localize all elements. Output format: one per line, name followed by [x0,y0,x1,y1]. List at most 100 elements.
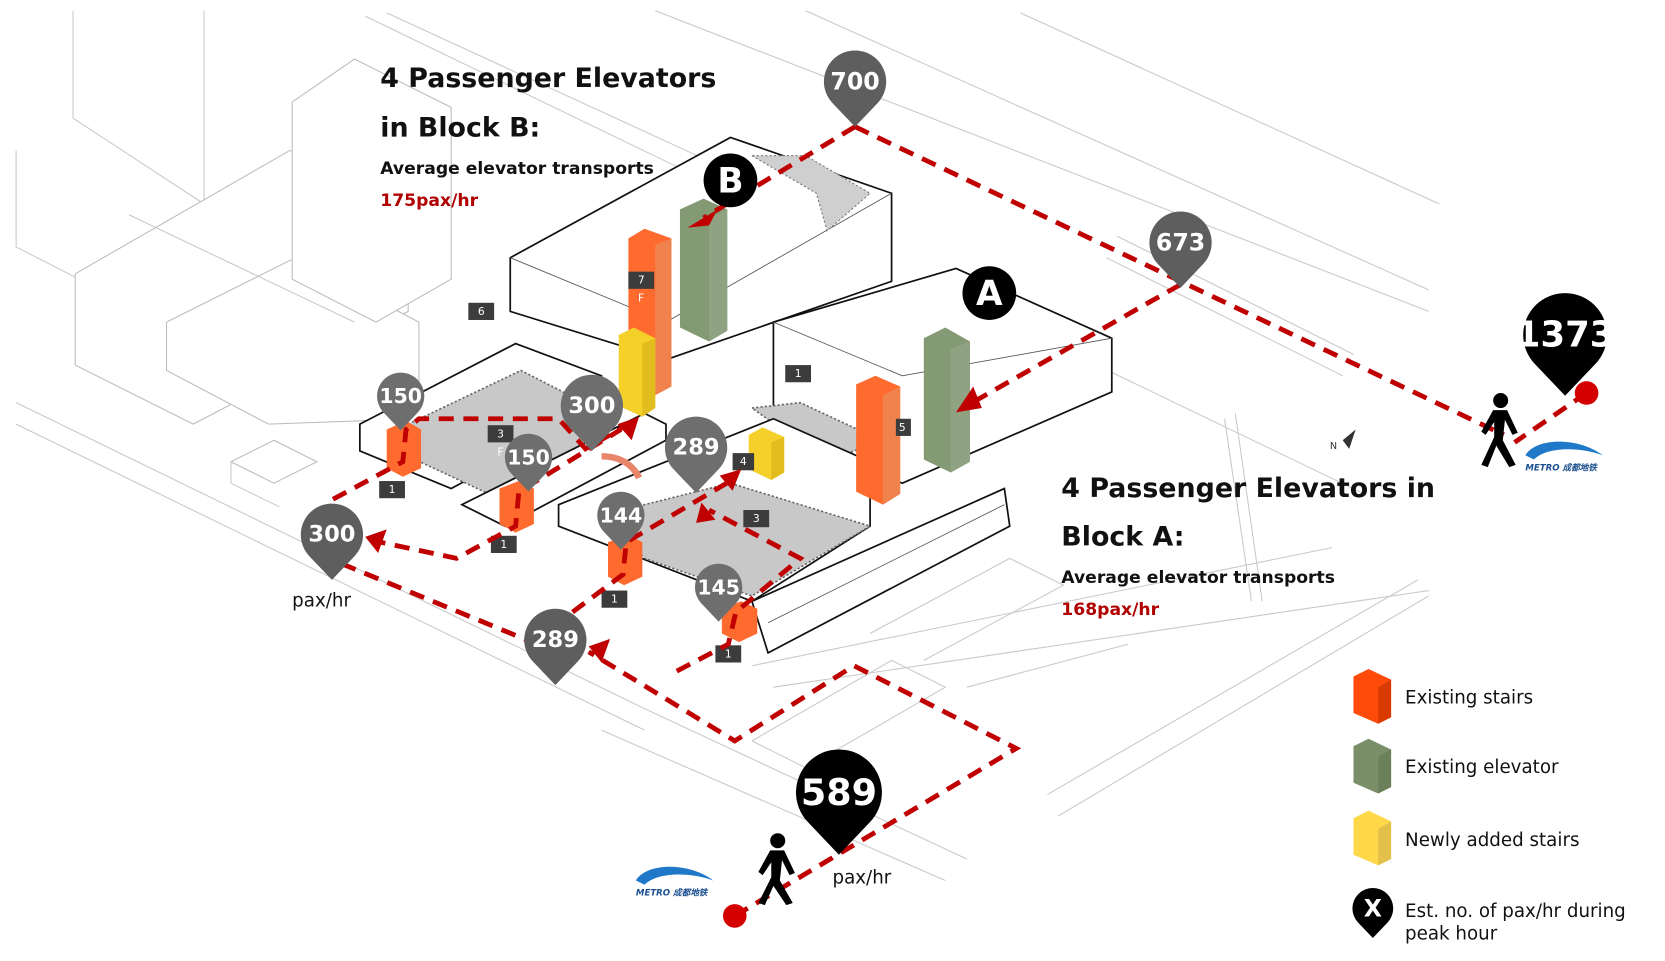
north-arrow-icon: N [1330,429,1356,452]
pedestrian-icon [758,833,795,906]
pax-pin-589: 589 [795,749,882,855]
svg-text:673: 673 [1156,229,1205,257]
block-a-marker: A [962,266,1017,320]
block-b-subtitle: Average elevator transports [380,159,654,179]
pax-pin-673: 673 [1149,211,1212,288]
svg-text:7: 7 [638,274,645,287]
floor-tag-1: 1 [490,535,517,553]
floor-suffix: F [638,292,644,305]
legend-item-existing-elevator: Existing elevator [1353,738,1559,794]
block-b-title-line2: in Block B: [380,112,540,143]
pin-marker-icon [664,416,728,493]
context-linework [15,10,1440,881]
svg-text:1: 1 [500,538,507,551]
svg-text:Est. no. of pax/hr during: Est. no. of pax/hr during [1405,901,1626,922]
floor-tag-4: 4 [732,453,755,471]
legend-item-existing-stairs: Existing stairs [1353,668,1533,724]
svg-text:1373: 1373 [1516,315,1615,356]
pin-marker-icon [524,608,587,686]
floor-tag-1: 1 [601,590,628,608]
svg-text:1: 1 [795,367,802,380]
svg-text:1: 1 [611,593,618,606]
floor-tag-3: 3 [487,425,514,443]
metro-logo: METRO 成都地铁 [1525,441,1603,473]
pax-pin-145: 145 [695,563,743,622]
pedestrian-icon [1481,392,1518,468]
pax-pin-144: 144 [597,491,645,550]
svg-text:X: X [1364,894,1382,922]
metro-exit-dot-east [1574,381,1599,405]
pax-pin-300: 300 [560,374,624,452]
pin-marker-icon [300,503,364,580]
floor-tag-6: 6 [468,302,495,320]
metro-exit-dot-south [722,904,747,928]
pin-marker-icon [1149,211,1212,288]
route-west-lower [370,427,623,561]
pin-marker-icon [560,374,624,452]
route-to-block-a [970,282,1182,405]
svg-text:150: 150 [507,445,550,469]
unit-label: pax/hr [292,591,351,612]
floor-suffix: F [497,445,503,458]
block-b-annotation: 4 Passenger Elevators in Block B: Averag… [380,63,716,211]
svg-text:METRO 成都地铁: METRO 成都地铁 [1525,462,1598,473]
pax-pin-150: 150 [504,433,553,492]
arrow-head [696,502,716,523]
svg-text:289: 289 [673,435,720,461]
pin-marker-icon [695,563,743,622]
arrow-head [617,416,640,441]
route-west [331,416,630,502]
svg-text:589: 589 [801,771,877,814]
route-central [571,475,738,614]
pin-marker-icon [795,749,882,855]
pax-pin-289: 289 [524,608,587,686]
arrow-head [719,469,742,491]
legend-item-pax-pin: X Est. no. of pax/hr during peak hour [1352,887,1626,945]
block-b-rate: 175pax/hr [380,191,478,211]
pin-marker-icon [377,372,425,431]
floor-tag-1: 1 [379,481,405,499]
block-b-title-line1: 4 Passenger Elevators [380,63,716,94]
arrow-head [365,529,387,553]
svg-text:Existing stairs: Existing stairs [1405,687,1533,708]
pax-pin-289: 289 [664,416,728,493]
svg-text:6: 6 [478,305,485,318]
block-a-subtitle: Average elevator transports [1061,568,1335,588]
pin-marker-icon [597,491,645,550]
circulation-cores [386,198,970,643]
block-a-title-line2: Block A: [1061,521,1184,552]
svg-text:144: 144 [600,503,643,527]
route-north-to-block-b [702,124,857,221]
floor-tag-3-block-a: 3 [743,510,770,528]
existing-stairs-block-a [856,375,901,505]
arrow-head [588,638,611,663]
floor-tag-7: 7 [628,271,655,289]
new-stairs-block-b [618,327,656,417]
existing-elevator-block-a [923,327,970,473]
existing-elevator-block-b [679,198,728,342]
svg-text:289: 289 [532,627,579,653]
block-a-title-line1: 4 Passenger Elevators in [1061,473,1435,504]
pin-marker-icon [1352,887,1394,938]
route-metro-exit-east [1513,390,1588,445]
svg-text:peak hour: peak hour [1405,924,1498,945]
svg-text:1: 1 [725,647,732,660]
svg-text:1: 1 [389,483,396,496]
floor-tag-5: 5 [895,418,911,436]
route-east-lower [675,507,805,674]
pax-pins: 700 673 1373 589 150 300 150 289 144 145… [300,50,1615,855]
svg-text:Existing elevator: Existing elevator [1405,757,1559,778]
svg-text:N: N [1330,441,1337,452]
svg-text:300: 300 [308,522,355,548]
floor-tag-1: 1 [785,365,812,383]
block-b-marker: B [703,153,758,208]
svg-text:300: 300 [568,393,615,419]
svg-text:145: 145 [697,575,740,599]
svg-text:METRO 成都地铁: METRO 成都地铁 [636,888,709,899]
svg-text:150: 150 [379,384,422,408]
legend: Existing stairs Existing elevator Newly … [1352,668,1626,945]
floor-tags: 6 7 F 3 F 4 F 3 5 1 1 1 1 1 [379,271,911,663]
arrow-head [956,386,982,413]
metro-logo: METRO 成都地铁 [635,866,714,899]
